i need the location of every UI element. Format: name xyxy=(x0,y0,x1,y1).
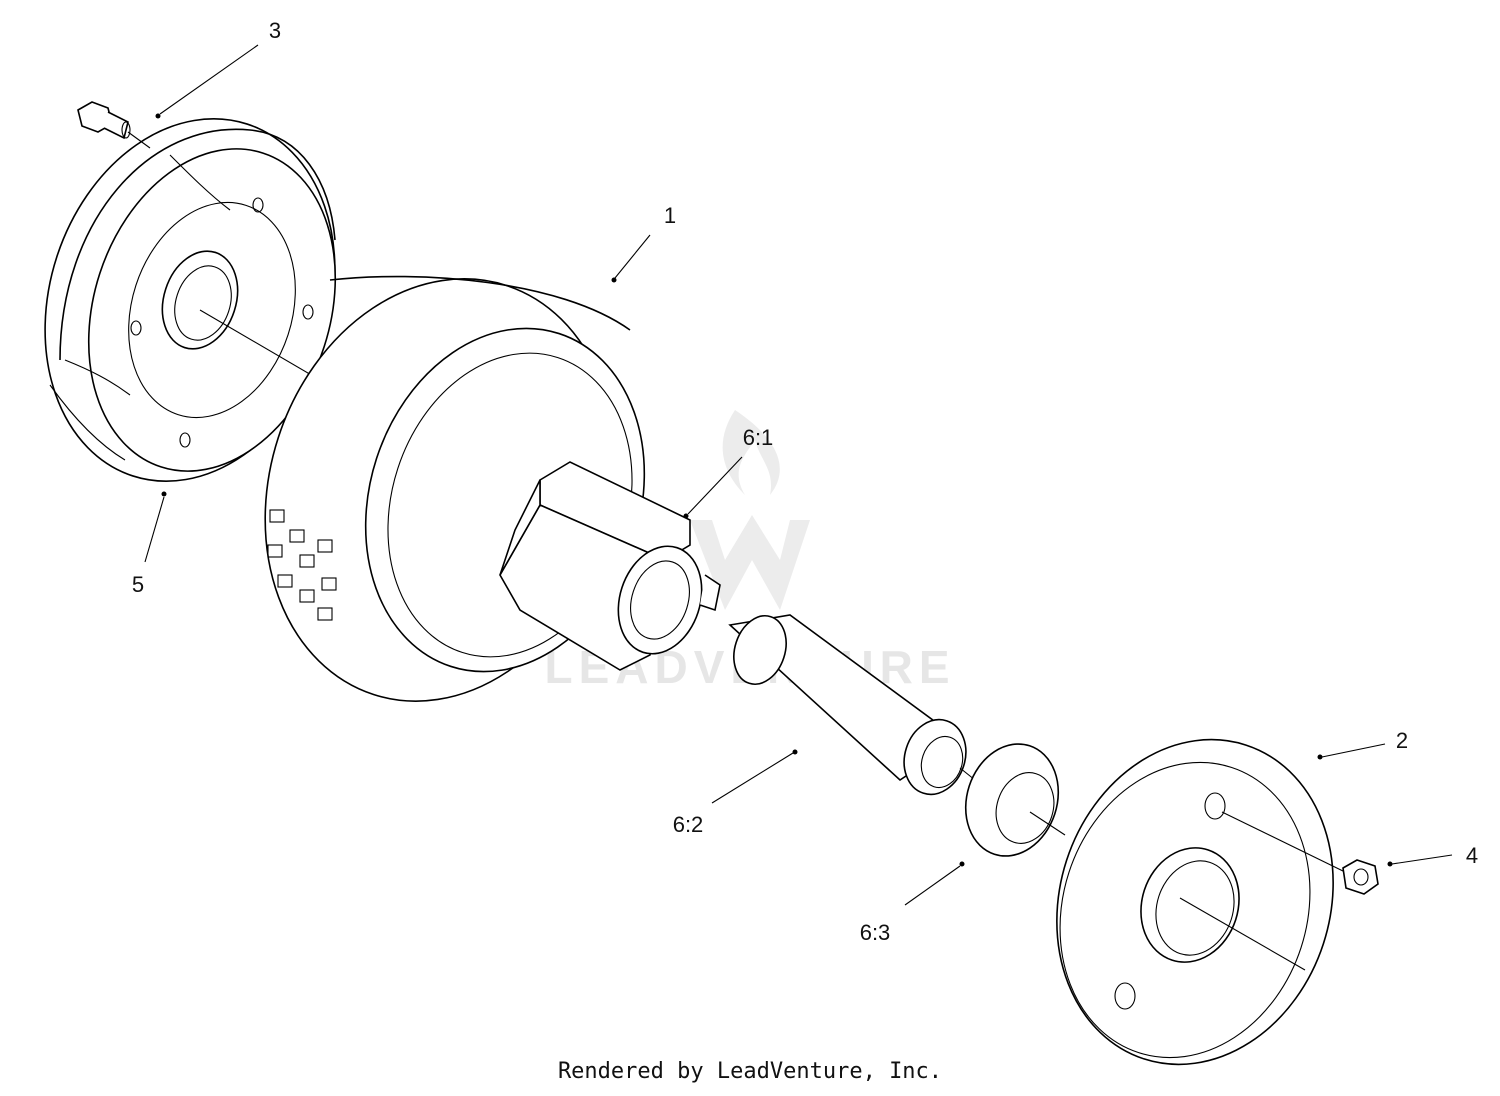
tire-tread xyxy=(267,509,337,621)
nut[interactable] xyxy=(1342,859,1379,895)
rim-half-left[interactable] xyxy=(0,81,380,519)
callout-leaders xyxy=(144,44,1453,906)
callout-6-1[interactable]: 6:1 xyxy=(743,425,774,450)
callout-6-3[interactable]: 6:3 xyxy=(860,920,891,945)
bolt[interactable] xyxy=(77,101,151,149)
callout-labels: 3 1 6:1 5 2 4 6:2 6:3 xyxy=(132,18,1478,945)
hub-bearing[interactable] xyxy=(499,461,721,671)
callout-6-2[interactable]: 6:2 xyxy=(673,812,704,837)
rim-half-right[interactable] xyxy=(1016,703,1375,1091)
callout-5[interactable]: 5 xyxy=(132,572,144,597)
footer-credit: Rendered by LeadVenture, Inc. xyxy=(558,1059,942,1084)
callout-4[interactable]: 4 xyxy=(1466,843,1478,868)
callout-1[interactable]: 1 xyxy=(664,203,676,228)
flame-logo-icon xyxy=(722,410,780,495)
callout-3[interactable]: 3 xyxy=(269,18,281,43)
washer[interactable] xyxy=(952,732,1073,868)
callout-2[interactable]: 2 xyxy=(1396,728,1408,753)
axle-spacer[interactable] xyxy=(725,609,976,802)
